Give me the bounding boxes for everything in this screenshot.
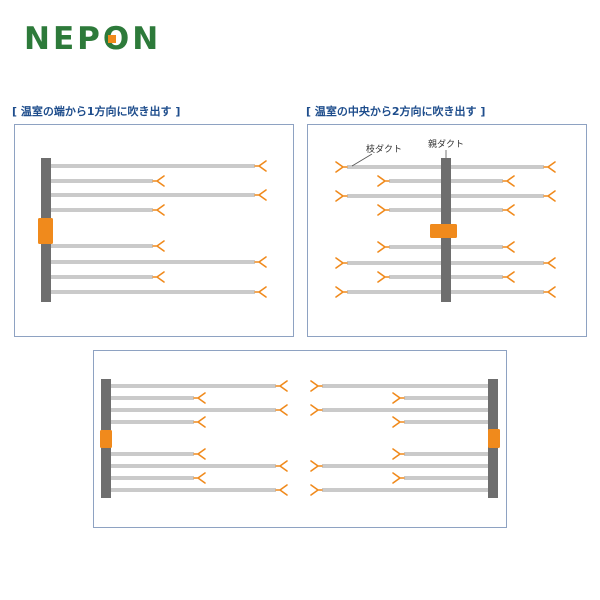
air-nozzle-icon xyxy=(152,175,165,187)
air-nozzle-icon xyxy=(335,257,348,269)
air-nozzle-icon xyxy=(254,286,267,298)
junction-box xyxy=(430,224,457,238)
label-branch-duct: 枝ダクト xyxy=(366,145,403,155)
air-nozzle-icon xyxy=(310,484,323,496)
air-nozzle-icon xyxy=(254,160,267,172)
air-nozzle-icon xyxy=(392,448,405,460)
air-nozzle-icon xyxy=(275,484,288,496)
air-nozzle-icon xyxy=(310,404,323,416)
air-nozzle-icon xyxy=(335,190,348,202)
air-nozzle-icon xyxy=(502,241,515,253)
air-nozzle-icon xyxy=(392,392,405,404)
caption-one-direction: [ 温室の端から1方向に吹き出す ] xyxy=(12,105,181,118)
air-nozzle-icon xyxy=(543,257,556,269)
diagram-panel-both-ends xyxy=(93,350,507,528)
junction-box xyxy=(38,218,53,244)
air-nozzle-icon xyxy=(193,448,206,460)
air-nozzle-icon xyxy=(193,416,206,428)
diagram-panel-edge-one-direction xyxy=(14,124,294,337)
air-nozzle-icon xyxy=(254,189,267,201)
air-nozzle-icon xyxy=(193,392,206,404)
air-nozzle-icon xyxy=(310,380,323,392)
air-nozzle-icon xyxy=(377,241,390,253)
air-nozzle-icon xyxy=(377,271,390,283)
air-nozzle-icon xyxy=(502,204,515,216)
air-nozzle-icon xyxy=(335,161,348,173)
air-nozzle-icon xyxy=(275,380,288,392)
air-nozzle-icon xyxy=(254,256,267,268)
branch-duct-leader-line xyxy=(351,153,373,167)
air-nozzle-icon xyxy=(152,240,165,252)
air-nozzle-icon xyxy=(275,460,288,472)
air-nozzle-icon xyxy=(502,271,515,283)
air-nozzle-icon xyxy=(152,204,165,216)
air-nozzle-icon xyxy=(543,161,556,173)
junction-box xyxy=(100,430,112,448)
air-nozzle-icon xyxy=(275,404,288,416)
logo-accent-mark xyxy=(108,35,116,43)
nepon-logo: NEPON xyxy=(24,21,162,57)
air-nozzle-icon xyxy=(377,204,390,216)
air-nozzle-icon xyxy=(392,472,405,484)
air-nozzle-icon xyxy=(543,286,556,298)
air-nozzle-icon xyxy=(193,472,206,484)
air-nozzle-icon xyxy=(543,190,556,202)
air-nozzle-icon xyxy=(310,460,323,472)
air-nozzle-icon xyxy=(502,175,515,187)
label-parent-duct: 親ダクト xyxy=(428,140,465,150)
air-nozzle-icon xyxy=(152,271,165,283)
air-nozzle-icon xyxy=(335,286,348,298)
caption-two-direction: [ 温室の中央から2方向に吹き出す ] xyxy=(306,105,486,118)
air-nozzle-icon xyxy=(377,175,390,187)
junction-box xyxy=(488,429,500,448)
air-nozzle-icon xyxy=(392,416,405,428)
